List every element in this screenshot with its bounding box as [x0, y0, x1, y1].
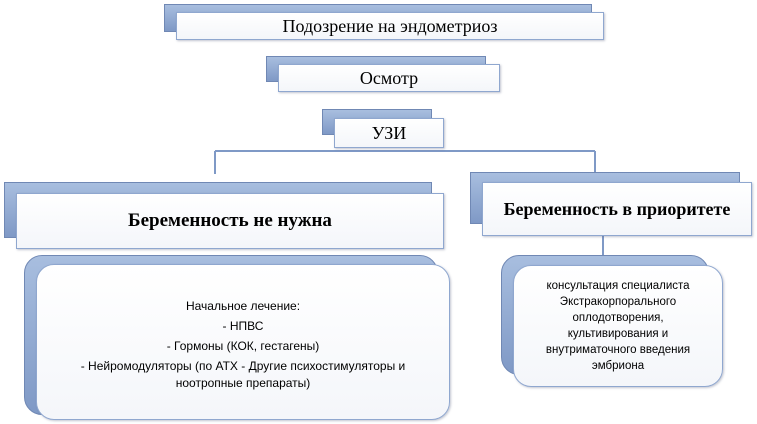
consultation-box: консультация специалиста Экстракорпораль… — [513, 265, 723, 387]
consultation-line-2: Экстракорпорального — [559, 296, 677, 308]
ultrasound-node: УЗИ — [334, 118, 444, 148]
consultation-line-6: эмбриона — [591, 360, 645, 372]
suspicion-node: Подозрение на эндометриоз — [176, 12, 604, 40]
treatment-item-hormones: - Гормоны (КОК, гестагены) — [166, 339, 320, 353]
treatment-item-neuromodulators: - Нейромодуляторы (по АТХ - Другие психо… — [80, 359, 406, 373]
consultation-line-3: оплодотворения, — [572, 312, 664, 324]
consultation-line-1: консультация специалиста — [546, 280, 690, 292]
pregnancy-priority-node: Беременность в приоритете — [482, 182, 752, 236]
exam-node: Осмотр — [278, 64, 500, 92]
initial-treatment-box: Начальное лечение: - НПВС - Гормоны (КОК… — [36, 264, 450, 420]
pregnancy-not-needed-node: Беременность не нужна — [16, 193, 444, 249]
consultation-line-5: внутриматочного введения — [545, 344, 691, 356]
treatment-item-nootropics: ноотропные препараты) — [175, 376, 311, 390]
consultation-line-4: культивирования и — [567, 328, 669, 340]
treatment-item-nsaid: - НПВС — [222, 319, 264, 333]
initial-treatment-title: Начальное лечение: — [185, 299, 301, 313]
